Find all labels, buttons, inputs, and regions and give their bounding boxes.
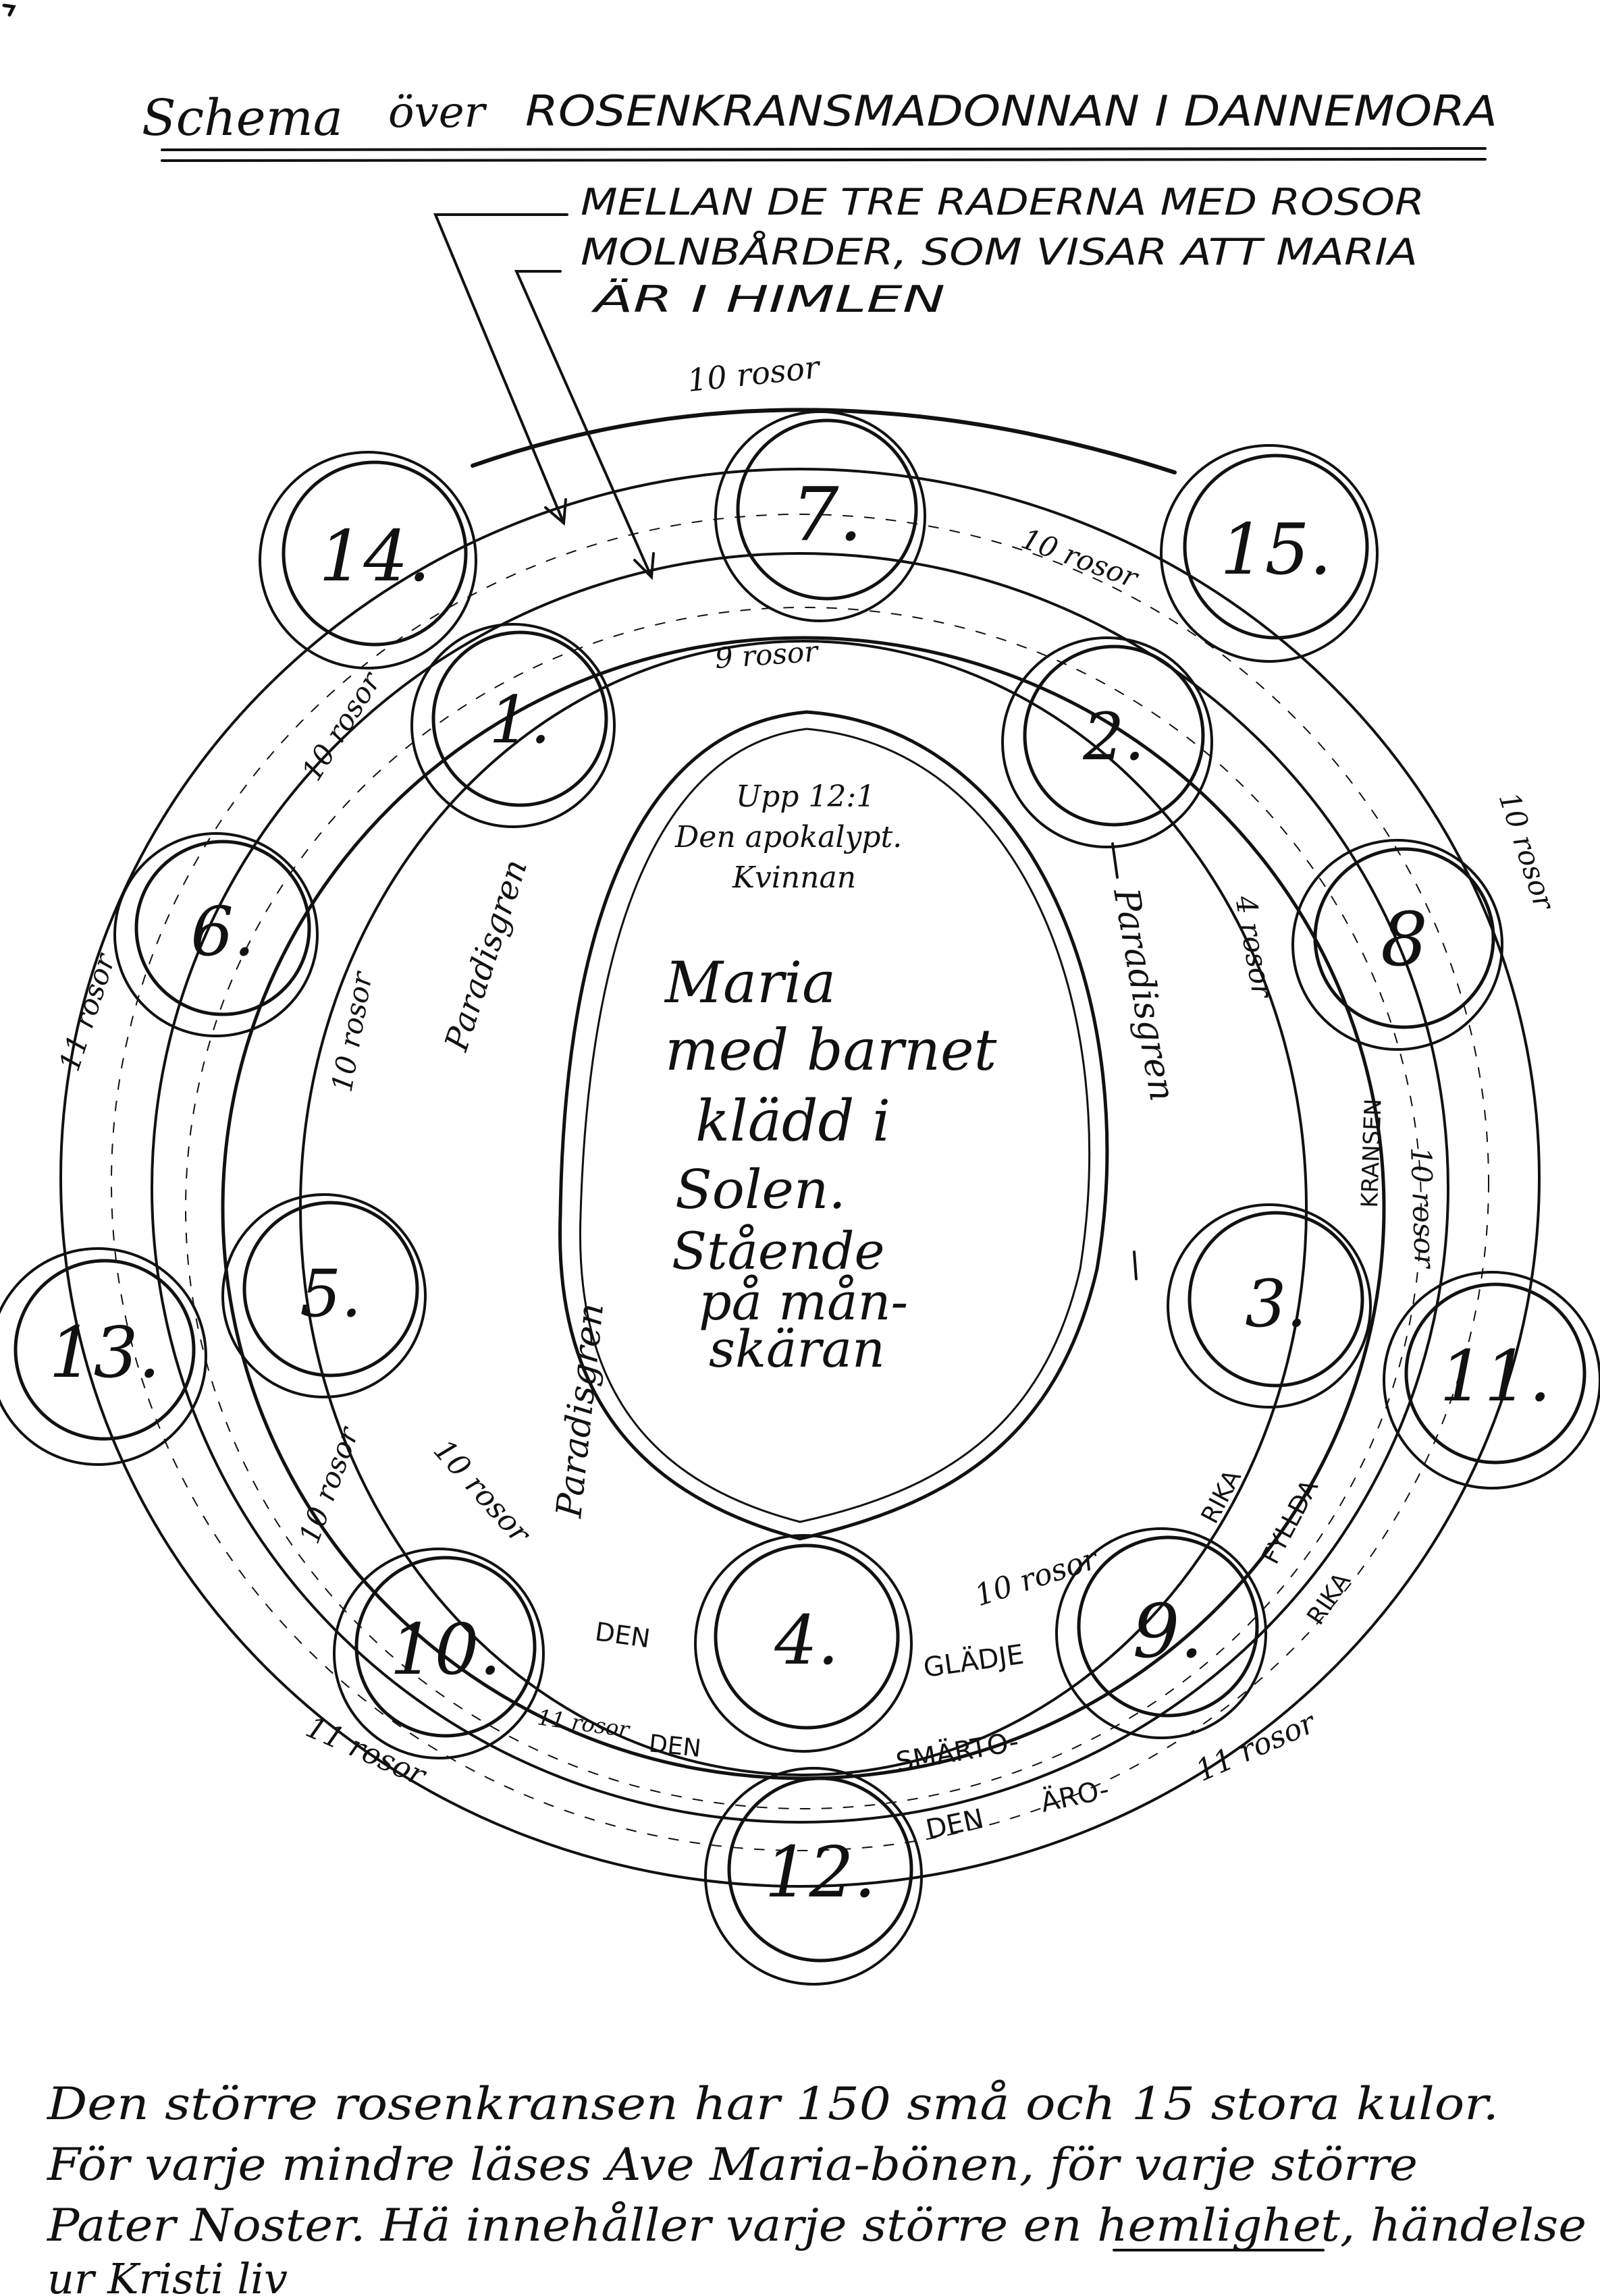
medallion-1-number: 1. xyxy=(489,682,551,758)
count-left-upper: 10 rosor xyxy=(295,665,388,786)
footer-line-3: Pater Noster. Hä innehåller varje större… xyxy=(47,2199,1586,2251)
band-den-1: DEN xyxy=(593,1616,652,1653)
medallion-14-number: 14. xyxy=(319,515,430,597)
medallion-6-number: 6. xyxy=(190,892,255,971)
medallion-10-number: 10. xyxy=(390,1608,501,1691)
center-line-4: Solen. xyxy=(675,1158,846,1221)
footer-text: Den större rosenkransen har 150 små och … xyxy=(47,2078,1586,2296)
medallion-5-number: 5. xyxy=(300,1256,362,1332)
count-bottom-left-outer: 11 rosor xyxy=(301,1710,433,1793)
count-right-lower: 10 rosor xyxy=(1404,1147,1441,1271)
cloud-border-note: MELLAN DE TRE RADERNA MED ROSOR MOLNBÅRD… xyxy=(433,181,1424,580)
medallion-4-number: 4. xyxy=(774,1601,838,1680)
title-over: över xyxy=(388,88,487,138)
cloud-border-outer xyxy=(111,514,1489,1851)
medallion-14: 14. xyxy=(259,451,477,669)
medallion-2-number: 2. xyxy=(1082,699,1145,775)
medallion-15: 15. xyxy=(1160,444,1379,663)
center-line-3: klädd i xyxy=(695,1088,890,1154)
note-line-2: MOLNBÅRDER, SOM VISAR ATT MARIA xyxy=(581,230,1418,273)
rosary-rings xyxy=(59,408,1541,1888)
medallion-11: 11. xyxy=(1383,1271,1600,1489)
center-ref: Upp 12:1 xyxy=(736,780,875,814)
medallion-13-number: 13. xyxy=(49,1311,160,1394)
count-inner-lower-left: 10 rosor xyxy=(427,1433,538,1552)
count-top-outer: 10 rosor xyxy=(686,348,824,399)
title-underline-2 xyxy=(161,158,1487,162)
paradise-right: Paradisgren xyxy=(1105,885,1183,1104)
medallion-8: 8 xyxy=(1291,839,1503,1051)
note-pointer-arrow-2-head xyxy=(633,552,655,580)
medallion-12: 12. xyxy=(704,1767,923,1986)
footer-line-2: För varje mindre läses Ave Maria-bönen, … xyxy=(47,2139,1418,2191)
ring-2 xyxy=(151,552,1449,1824)
center-ref-3: Kvinnan xyxy=(732,860,856,895)
medallion-3: 3. xyxy=(1167,1203,1372,1409)
mandorla-inner-edge xyxy=(579,728,1091,1523)
title-main: ROSENKRANSMADONNAN I DANNEMORA xyxy=(525,86,1497,136)
band-kransen: KRANSEN xyxy=(1356,1098,1387,1208)
count-right-outer: 10 rosor xyxy=(1492,788,1562,915)
center-line-6: på mån- xyxy=(699,1272,908,1332)
central-mandorla xyxy=(558,710,1109,1541)
paradise-right-dash-top xyxy=(1111,842,1119,879)
center-line-2: med barnet xyxy=(665,1017,997,1083)
count-left-outer: 11 rosor xyxy=(53,948,122,1075)
medallion-13: 13. xyxy=(0,1247,207,1466)
count-top-right: 10 rosor xyxy=(1017,522,1144,595)
medallion-8-number: 8 xyxy=(1381,896,1428,983)
count-right-inner: 4 rosor xyxy=(1229,892,1279,1002)
footer-line-1: Den större rosenkransen har 150 små och … xyxy=(47,2078,1499,2130)
medallion-10: 10. xyxy=(333,1548,545,1759)
medallion-3-number: 3. xyxy=(1245,1266,1307,1342)
outer-arc-top xyxy=(471,408,1177,474)
footer-line-4: ur Kristi liv xyxy=(47,2254,288,2296)
paradise-left-lower: Paradisgren xyxy=(549,1301,612,1520)
center-ref-2: Den apokalypt. xyxy=(674,820,902,854)
note-pointer-arrow-1-head xyxy=(544,498,567,526)
corner-mark xyxy=(2,3,16,17)
count-bottom-right-outer: 11 rosor xyxy=(1191,1705,1323,1788)
medallion-12-number: 12. xyxy=(764,1831,876,1913)
medallion-9: 9. xyxy=(1055,1527,1267,1739)
band-aro: ÄRO- xyxy=(1038,1773,1112,1819)
note-pointer-arrow-1 xyxy=(433,213,568,524)
title-prefix: Schema xyxy=(142,89,343,147)
medallions: 1. 2. 3. 4. 5. 6. 7. xyxy=(0,410,1600,1986)
note-pointer-arrow-2 xyxy=(514,270,653,578)
count-inner-top: 9 rosor xyxy=(714,634,820,675)
medallion-4: 4. xyxy=(694,1534,913,1753)
note-line-1: MELLAN DE TRE RADERNA MED ROSOR xyxy=(581,181,1424,223)
center-line-1: Maria xyxy=(664,950,836,1016)
center-line-7: skäran xyxy=(709,1319,885,1379)
band-rika-2: RIKA xyxy=(1302,1568,1356,1630)
medallion-5: 5. xyxy=(221,1193,427,1398)
outer-ring xyxy=(59,468,1541,1888)
band-gladje: GLÄDJE xyxy=(922,1638,1026,1684)
title: Schema över ROSENKRANSMADONNAN I DANNEMO… xyxy=(142,86,1497,162)
medallion-9-number: 9. xyxy=(1133,1588,1204,1674)
count-left-lower: 10 rosor xyxy=(292,1421,365,1548)
band-den-2: DEN xyxy=(647,1730,702,1763)
center-line-5: Stående xyxy=(672,1221,884,1281)
medallion-7: 7. xyxy=(714,410,926,622)
band-rika-1: RIKA xyxy=(1196,1465,1247,1528)
central-text: Upp 12:1 Den apokalypt. Kvinnan Maria me… xyxy=(664,780,997,1379)
band-smarto: SMÄRTO- xyxy=(893,1725,1021,1778)
band-fyllda: FYLLDA xyxy=(1257,1475,1325,1568)
medallion-7-number: 7. xyxy=(792,471,863,557)
note-line-3: ÄR I HIMLEN xyxy=(591,278,945,321)
paradise-left-upper: Paradisgren xyxy=(437,855,535,1056)
cloud-border-inner xyxy=(185,607,1422,1809)
title-underline-1 xyxy=(161,147,1487,151)
paradise-right-dash-bottom xyxy=(1133,1251,1138,1280)
medallion-6: 6. xyxy=(113,832,319,1037)
medallion-11-number: 11. xyxy=(1439,1335,1551,1417)
medallion-15-number: 15. xyxy=(1220,508,1331,591)
medallion-1: 1. xyxy=(410,623,616,828)
count-left-mid: 10 rosor xyxy=(325,968,379,1095)
medallion-2: 2. xyxy=(1001,636,1213,848)
